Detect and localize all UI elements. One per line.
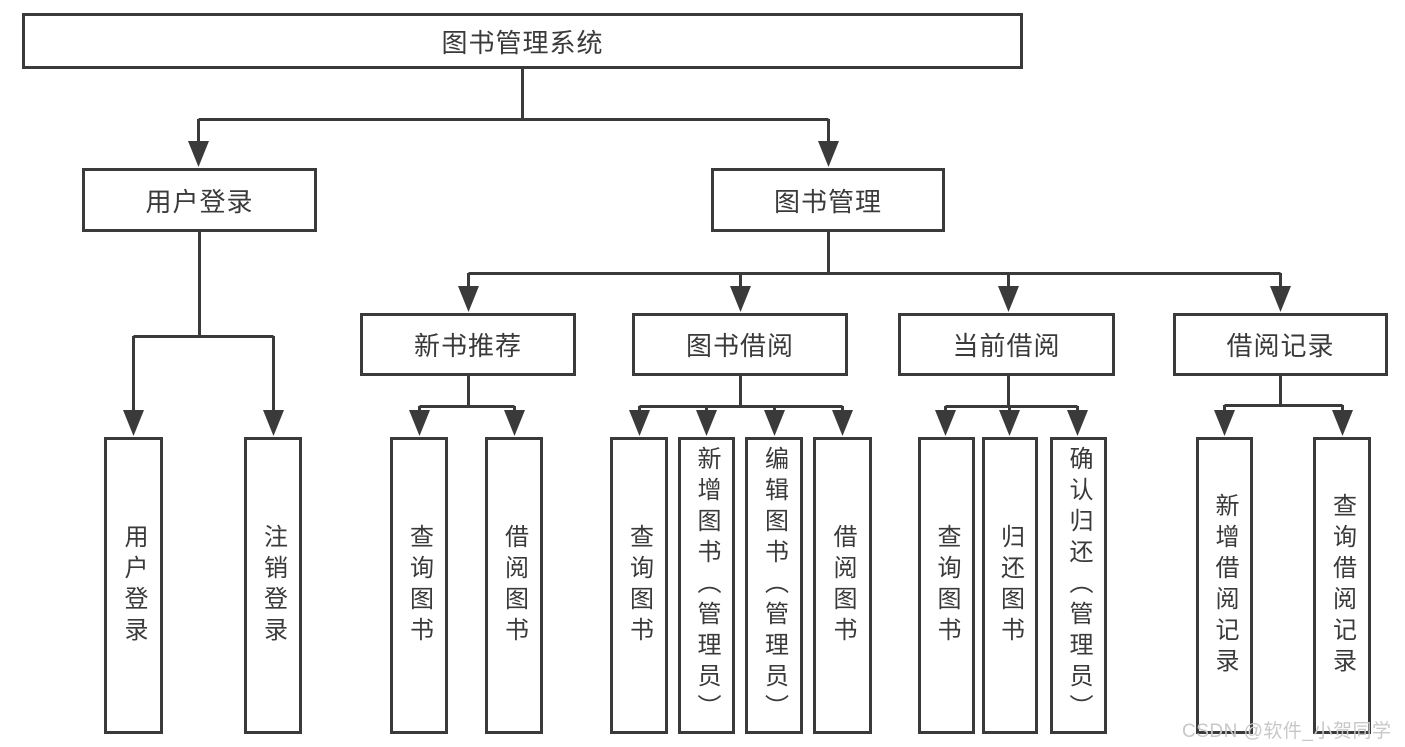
arrow-down-icons bbox=[123, 141, 1353, 436]
leaf-query-borrow-record: 查询借阅记录 bbox=[1313, 437, 1371, 734]
node-user-login: 用户登录 bbox=[82, 168, 317, 232]
connector-newbook-to-leaves bbox=[418, 374, 516, 420]
node-label: 用户登录 bbox=[120, 523, 147, 648]
node-label: 新书推荐 bbox=[413, 331, 522, 361]
node-new-book-recommend: 新书推荐 bbox=[360, 313, 576, 376]
leaf-query-books-borrow: 查询图书 bbox=[610, 437, 668, 734]
leaf-user-login: 用户登录 bbox=[104, 437, 163, 734]
leaf-query-books-current: 查询图书 bbox=[918, 437, 975, 734]
node-label: 用户登录 bbox=[145, 186, 254, 217]
node-label: 编辑图书（管理员） bbox=[760, 446, 788, 725]
leaf-edit-book-admin: 编辑图书（管理员） bbox=[745, 437, 803, 734]
node-label: 查询图书 bbox=[625, 523, 653, 648]
node-label: 借阅图书 bbox=[500, 523, 528, 648]
node-label: 图书管理系统 bbox=[441, 27, 604, 58]
leaf-borrow-books: 借阅图书 bbox=[813, 437, 872, 734]
node-label: 新增借阅记录 bbox=[1211, 492, 1238, 679]
node-label: 当前借阅 bbox=[952, 331, 1061, 361]
leaf-confirm-return-admin: 确认归还（管理员） bbox=[1050, 437, 1107, 734]
node-label: 归还图书 bbox=[996, 523, 1024, 648]
node-label: 查询图书 bbox=[933, 523, 960, 648]
node-label: 借阅记录 bbox=[1226, 331, 1335, 361]
node-label: 查询借阅记录 bbox=[1328, 492, 1356, 679]
node-label: 图书管理 bbox=[773, 186, 882, 217]
connector-borrowrecord-to-leaves bbox=[1223, 374, 1344, 420]
leaf-query-books-recommend: 查询图书 bbox=[390, 437, 448, 734]
node-book-borrow: 图书借阅 bbox=[632, 313, 848, 376]
node-label: 查询图书 bbox=[405, 523, 433, 648]
node-label: 确认归还（管理员） bbox=[1065, 446, 1092, 725]
leaf-logout: 注销登录 bbox=[244, 437, 302, 734]
node-label: 新增图书（管理员） bbox=[693, 446, 720, 725]
connector-bookmgmt-to-level3 bbox=[467, 231, 1282, 296]
node-current-borrow: 当前借阅 bbox=[898, 313, 1115, 376]
node-label: 注销登录 bbox=[259, 523, 287, 648]
connector-root-to-level2 bbox=[197, 69, 830, 154]
node-label: 借阅图书 bbox=[829, 523, 856, 648]
leaf-borrow-books-recommend: 借阅图书 bbox=[485, 437, 543, 734]
connector-userlogin-to-leaves bbox=[132, 231, 275, 420]
node-borrow-records: 借阅记录 bbox=[1173, 313, 1388, 376]
leaf-return-book: 归还图书 bbox=[982, 437, 1038, 734]
leaf-add-borrow-record: 新增借阅记录 bbox=[1196, 437, 1253, 734]
csdn-watermark: CSDN @软件_小贺同学 bbox=[1182, 721, 1392, 742]
node-book-management: 图书管理 bbox=[711, 168, 945, 232]
connector-bookborrow-to-leaves bbox=[638, 374, 844, 420]
leaf-add-book-admin: 新增图书（管理员） bbox=[678, 437, 735, 734]
node-root-system: 图书管理系统 bbox=[22, 13, 1023, 69]
node-label: 图书借阅 bbox=[685, 331, 794, 361]
